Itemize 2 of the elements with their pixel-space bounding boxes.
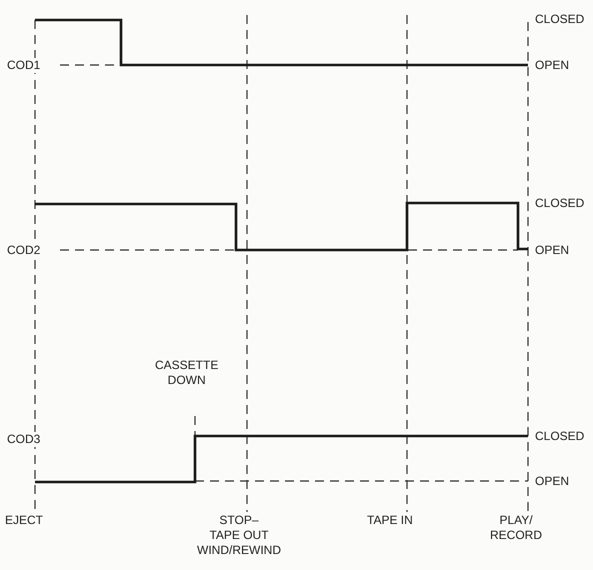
signal-name: COD3 [7, 432, 40, 447]
signal-name: COD1 [7, 58, 40, 73]
